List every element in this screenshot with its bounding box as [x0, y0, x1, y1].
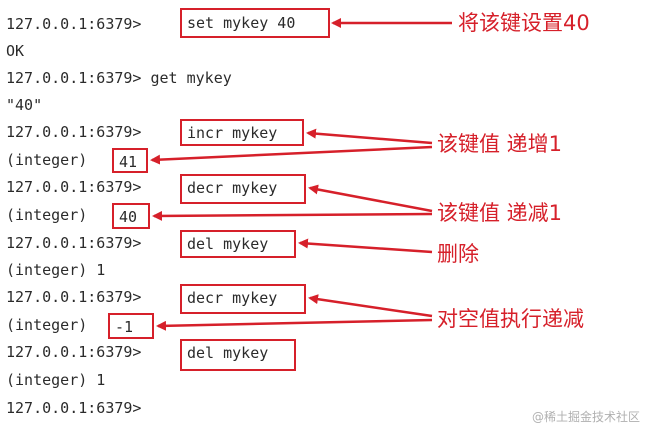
terminal-line: (integer)	[6, 316, 88, 334]
arrow-to-decr-empty-command	[308, 294, 433, 318]
incr-result-box: 41	[112, 148, 148, 173]
annotation-incr: 该键值 递增1	[437, 132, 563, 156]
arrow-to-decr-result	[152, 210, 433, 221]
arrow-to-incr-result	[150, 145, 433, 165]
annotation-set: 将该键设置40	[458, 11, 590, 35]
terminal-line: OK	[6, 42, 25, 60]
terminal-line: (integer)	[6, 151, 88, 169]
decr-command-box: decr mykey	[180, 174, 306, 204]
del-empty-command-box: del mykey	[180, 339, 296, 371]
annotation-decr-empty: 对空值执行递减	[437, 307, 584, 331]
terminal-line: (integer) 1	[6, 371, 106, 389]
del-command-box: del mykey	[180, 230, 296, 258]
watermark: @稀土掘金技术社区	[531, 410, 640, 424]
terminal-line: 127.0.0.1:6379>	[6, 343, 142, 361]
terminal-line: 127.0.0.1:6379>	[6, 288, 142, 306]
arrow-to-decr-command	[308, 184, 433, 213]
terminal-line: 127.0.0.1:6379>	[6, 178, 142, 196]
terminal-line: 127.0.0.1:6379> get mykey	[6, 69, 232, 87]
terminal-line: 127.0.0.1:6379>	[6, 123, 142, 141]
decr-empty-command-box: decr mykey	[180, 284, 306, 314]
incr-command-box: incr mykey	[180, 119, 304, 146]
terminal-line: 127.0.0.1:6379>	[6, 234, 142, 252]
arrow-to-del	[298, 238, 433, 254]
terminal-line: (integer) 1	[6, 261, 106, 279]
set-command-box: set mykey 40	[180, 8, 330, 38]
terminal-line: 127.0.0.1:6379>	[6, 399, 142, 417]
terminal-line: 127.0.0.1:6379>	[6, 15, 142, 33]
arrow-to-decr-empty-result	[156, 318, 433, 331]
decr-result-box: 40	[112, 203, 150, 229]
arrow-to-incr-command	[306, 128, 433, 145]
terminal-line: (integer)	[6, 206, 88, 224]
annotation-decr: 该键值 递减1	[437, 201, 563, 225]
terminal-line: "40"	[6, 96, 43, 114]
annotation-del: 删除	[437, 242, 479, 266]
decr-empty-result-box: -1	[108, 313, 154, 339]
